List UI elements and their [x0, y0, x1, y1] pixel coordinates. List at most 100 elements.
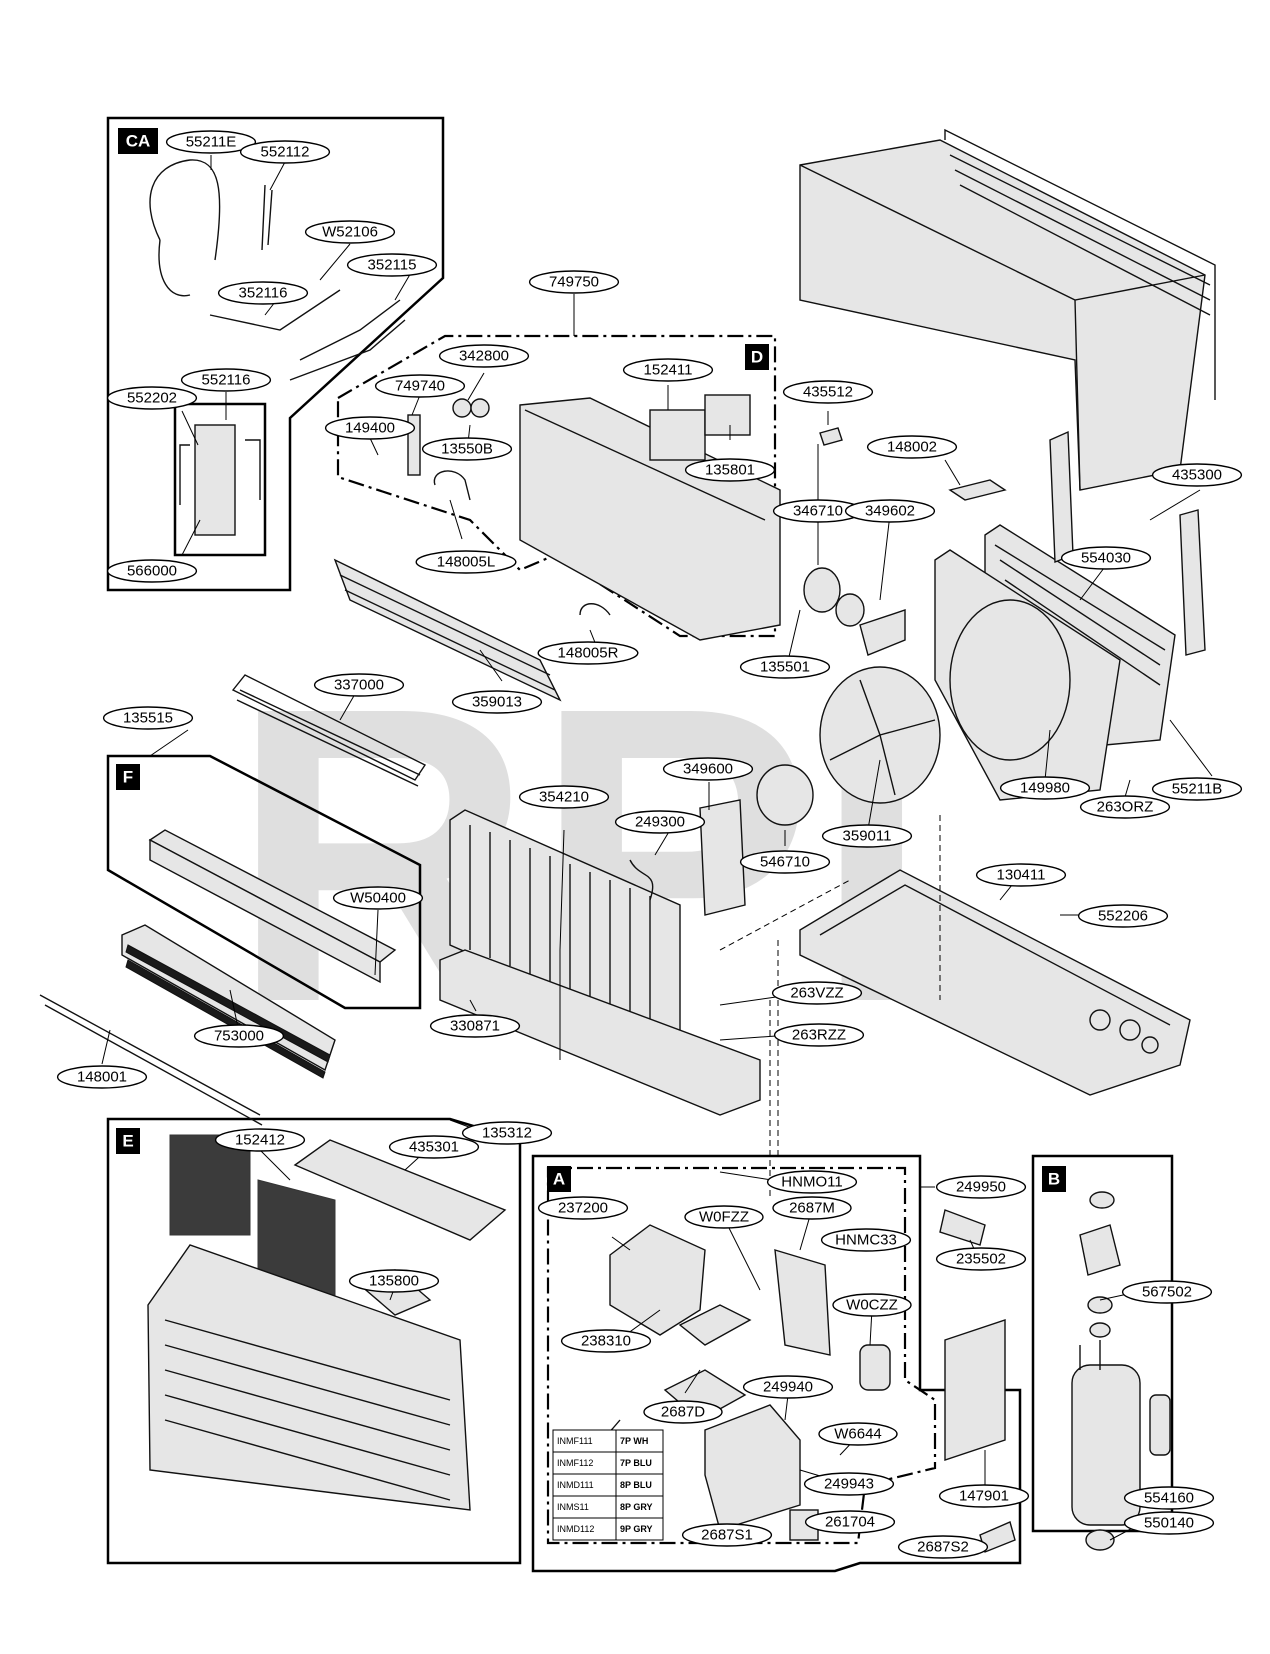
part-callout-149980: 149980 [999, 776, 1091, 800]
part-callout-13550b: 13550B [421, 437, 513, 461]
wall-sleeve-cabinet [799, 128, 1216, 491]
part-number-text: 149980 [1020, 780, 1070, 797]
part-callout-2687s1: 2687S1 [681, 1523, 773, 1547]
part-number-text: 130411 [997, 867, 1046, 884]
harness-spec: 8P BLU [620, 1480, 652, 1490]
part-callout-148005l: 148005L [415, 550, 517, 574]
part-number-text: 359011 [843, 828, 892, 845]
section-tag-ca: CA [118, 128, 158, 154]
harness-spec: 9P GRY [620, 1524, 653, 1534]
part-callout-237200: 237200 [537, 1196, 629, 1220]
part-callout-352115: 352115 [346, 253, 438, 277]
part-number-text: 249950 [956, 1179, 1006, 1196]
part-number-text: 2687M [789, 1200, 835, 1217]
part-callout-435300: 435300 [1151, 463, 1243, 487]
part-callout-552202: 552202 [106, 386, 198, 410]
part-number-text: 349602 [865, 503, 915, 520]
part-number-text: 135800 [369, 1273, 419, 1290]
part-callout-552116: 552116 [180, 368, 272, 392]
section-tag-d: D [745, 344, 769, 370]
part-number-text: 148005L [437, 554, 495, 571]
part-callout-249950: 249950 [935, 1175, 1027, 1199]
part-callout-359011: 359011 [821, 824, 913, 848]
part-callout-263orz: 263ORZ [1079, 795, 1171, 819]
section-a-box [531, 1154, 1022, 1573]
evaporator-parts [231, 674, 761, 1116]
part-callout-152412: 152412 [214, 1128, 306, 1152]
part-callout-349602: 349602 [844, 499, 936, 523]
part-callout-w50400: W50400 [332, 886, 424, 910]
part-number-text: 552112 [261, 144, 310, 161]
part-number-text: 753000 [214, 1028, 264, 1045]
part-callout-249300: 249300 [614, 810, 706, 834]
part-callout-148001: 148001 [56, 1065, 148, 1089]
part-callout-354210: 354210 [518, 785, 610, 809]
part-number-text: 435512 [803, 384, 853, 401]
part-number-text: 2687S2 [917, 1539, 969, 1556]
part-number-text: 749750 [549, 274, 599, 291]
section-tag-a: A [547, 1166, 571, 1192]
part-callout-w6644: W6644 [818, 1422, 898, 1446]
part-callout-566000: 566000 [106, 559, 198, 583]
part-number-text: 55211E [186, 134, 237, 151]
part-callout-550140: 550140 [1123, 1511, 1215, 1535]
harness-spec: 8P GRY [620, 1502, 653, 1512]
harness-spec: 7P BLU [620, 1458, 652, 1468]
part-number-text: 749740 [395, 378, 445, 395]
part-callout-342800: 342800 [438, 344, 530, 368]
part-number-text: 352116 [239, 285, 288, 302]
part-callout-263vzz: 263VZZ [771, 981, 863, 1005]
svg-text:A: A [553, 1170, 565, 1189]
part-number-text: 346710 [793, 503, 843, 520]
part-number-text: 342800 [459, 348, 509, 365]
harness-spec: 7P WH [620, 1436, 648, 1446]
part-number-text: 435300 [1172, 467, 1222, 484]
part-callout-349600: 349600 [662, 757, 754, 781]
control-box-parts [564, 1209, 1016, 1553]
harness-code: INMF112 [557, 1458, 593, 1468]
blower-assembly [333, 394, 781, 702]
part-callout-135501: 135501 [739, 655, 831, 679]
part-callout-55211b: 55211B [1151, 777, 1243, 801]
part-number-text: 354210 [539, 789, 589, 806]
part-number-text: 237200 [558, 1200, 608, 1217]
dashed-connection-lines [719, 815, 941, 1200]
part-number-text: 13550B [441, 441, 493, 458]
part-number-text: 148002 [887, 439, 937, 456]
part-number-text: 2687S1 [701, 1527, 753, 1544]
part-number-text: 352115 [368, 257, 417, 274]
part-callout-749740: 749740 [374, 374, 466, 398]
part-number-text: 235502 [956, 1251, 1006, 1268]
part-callout-2687s2: 2687S2 [897, 1535, 989, 1559]
base-pan [799, 869, 1191, 1096]
harness-code: INMD111 [557, 1480, 594, 1490]
section-d-box [336, 334, 777, 638]
part-number-text: W52106 [322, 224, 378, 241]
part-callout-hnmo11: HNMO11 [766, 1170, 858, 1194]
part-number-text: 249940 [763, 1379, 813, 1396]
part-number-text: 148001 [77, 1069, 127, 1086]
part-number-text: 2687D [661, 1404, 705, 1421]
section-tag-f: F [116, 764, 140, 790]
part-callout-554160: 554160 [1123, 1486, 1215, 1510]
section-tag-b: B [1042, 1166, 1066, 1192]
part-callout-330871: 330871 [429, 1014, 521, 1038]
part-number-text: 349600 [683, 761, 733, 778]
part-number-text: 552206 [1098, 908, 1148, 925]
part-number-text: HNMC33 [835, 1232, 897, 1249]
part-number-text: 263ORZ [1097, 799, 1154, 816]
part-callout-238310: 238310 [560, 1329, 652, 1353]
part-callout-2687m: 2687M [772, 1196, 852, 1220]
part-callout-135801: 135801 [684, 458, 776, 482]
part-number-text: 152412 [235, 1132, 285, 1149]
part-callout-w0czz: W0CZZ [832, 1293, 912, 1317]
part-callout-149400: 149400 [324, 416, 416, 440]
svg-text:D: D [751, 348, 763, 367]
part-number-text: HNMO11 [781, 1174, 842, 1191]
part-callout-148005r: 148005R [537, 641, 639, 665]
svg-text:B: B [1048, 1170, 1060, 1189]
part-callout-135312: 135312 [461, 1121, 553, 1145]
part-number-text: 135801 [705, 462, 755, 479]
part-callout-337000: 337000 [313, 673, 405, 697]
